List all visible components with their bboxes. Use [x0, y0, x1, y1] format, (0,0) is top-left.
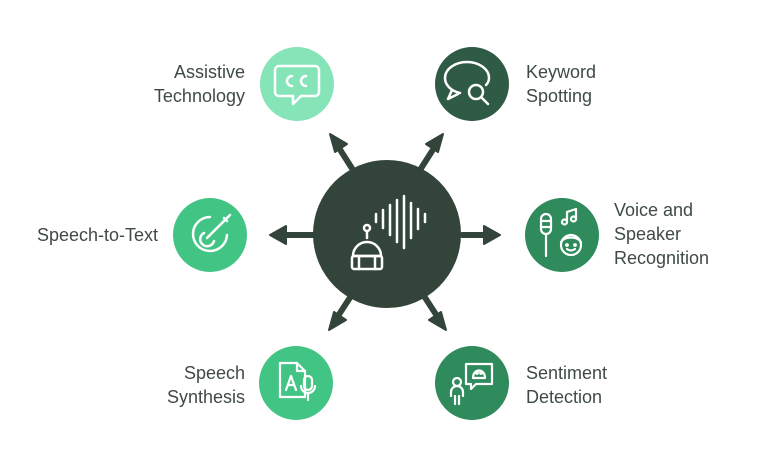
- label-line: Spotting: [526, 86, 593, 106]
- closed-captions-icon: [273, 64, 321, 106]
- node-assistive-technology: [260, 47, 334, 121]
- label-voice-speaker-recognition: Voice and Speaker Recognition: [614, 198, 709, 270]
- label-line: Recognition: [614, 248, 710, 268]
- label-line: Technology: [153, 86, 245, 106]
- label-sentiment-detection: Sentiment Detection: [526, 361, 607, 409]
- hub: [313, 160, 461, 308]
- document-mic-icon: [278, 361, 317, 402]
- pen-swirl-icon: [191, 213, 232, 253]
- label-assistive-technology: Assistive Technology: [154, 60, 245, 108]
- arrow-up-left: [329, 133, 356, 173]
- label-line: Detection: [526, 387, 603, 407]
- node-speech-synthesis: [259, 346, 333, 420]
- node-keyword-spotting: [435, 47, 509, 121]
- label-speech-to-text: Speech-to-Text: [37, 223, 158, 247]
- arrow-down-right: [421, 293, 447, 331]
- label-speech-synthesis: Speech Synthesis: [167, 361, 245, 409]
- arrow-down-left: [328, 293, 354, 331]
- arrow-up-right: [417, 133, 444, 173]
- label-line: Speech-to-Text: [36, 225, 158, 245]
- label-line: Keyword: [526, 62, 597, 82]
- label-line: Speaker: [614, 224, 682, 244]
- label-line: Speech: [183, 363, 245, 383]
- chat-search-icon: [443, 60, 491, 106]
- label-line: Synthesis: [166, 387, 245, 407]
- label-line: Voice and: [614, 200, 694, 220]
- mic-music-face-icon: [539, 207, 583, 258]
- node-voice-speaker-recognition: [525, 198, 599, 272]
- person-emotion-icon: [449, 362, 494, 406]
- arrow-left: [269, 225, 318, 245]
- label-line: Sentiment: [526, 363, 608, 383]
- node-sentiment-detection: [435, 346, 509, 420]
- robot-soundwave-icon: [350, 194, 427, 271]
- label-keyword-spotting: Keyword Spotting: [526, 60, 596, 108]
- node-speech-to-text: [173, 198, 247, 272]
- arrow-right: [459, 225, 501, 245]
- label-line: Assistive: [173, 62, 245, 82]
- arrows: [269, 133, 501, 331]
